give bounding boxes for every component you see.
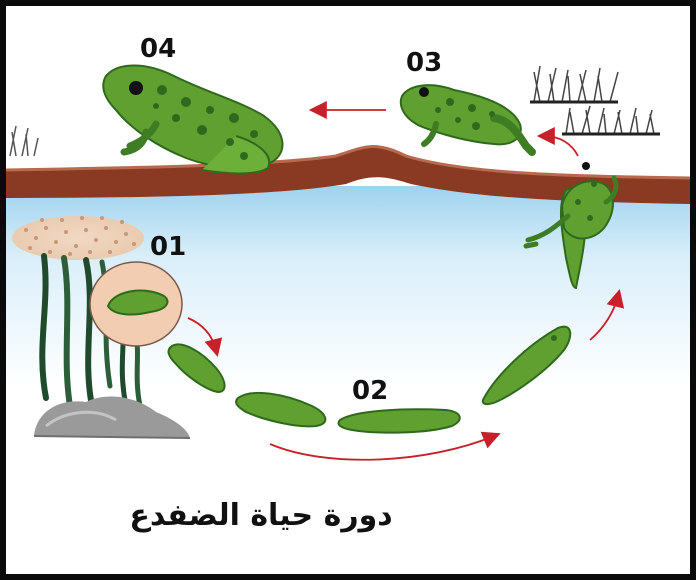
- egg-closeup: [90, 262, 182, 346]
- grass-left: [10, 126, 38, 156]
- rocks: [34, 397, 190, 438]
- stage-label-04: 04: [140, 34, 176, 64]
- stage-label-03: 03: [406, 48, 442, 78]
- grass-right-bottom: [562, 106, 660, 134]
- tadpole-3: [339, 409, 460, 432]
- young-frog: [401, 85, 532, 152]
- stage-label-02: 02: [352, 376, 388, 406]
- adult-frog: [103, 66, 282, 174]
- arrow-tadpole-bottom: [270, 436, 494, 460]
- stage-label-01: 01: [150, 232, 186, 262]
- egg-mass: [12, 216, 144, 260]
- grass-right-top: [530, 66, 618, 102]
- life-cycle-scene: [6, 6, 690, 574]
- tadpole-2: [236, 393, 325, 426]
- arrow-froglet-to-young: [544, 136, 578, 156]
- diagram-caption: دورة حياة الضفدع: [96, 498, 426, 533]
